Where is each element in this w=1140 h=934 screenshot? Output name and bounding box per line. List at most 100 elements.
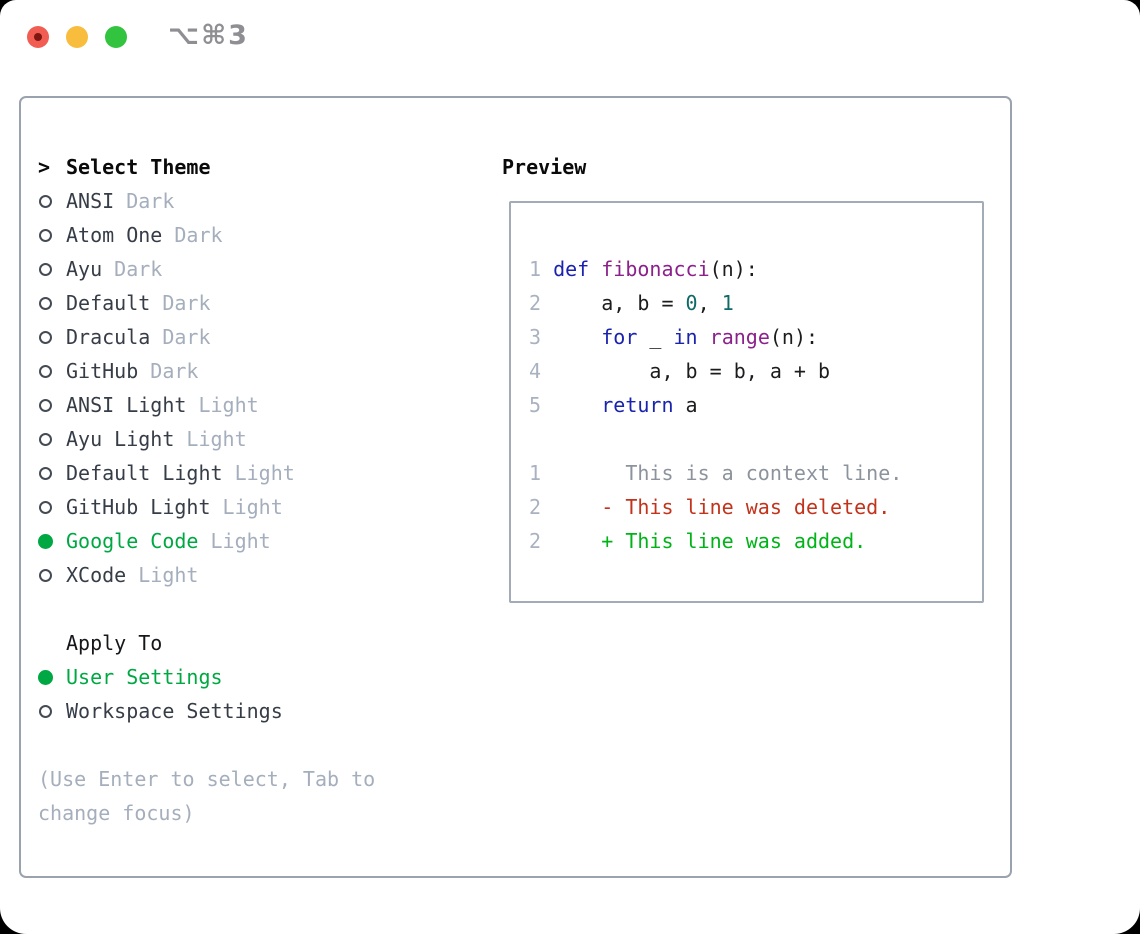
theme-option-default[interactable]: Default Dark	[38, 286, 478, 320]
code-segment-number: 1	[721, 291, 734, 315]
close-button[interactable]	[27, 26, 49, 48]
code-segment-addition: + This line was added.	[553, 529, 867, 553]
theme-option-label: ANSI	[66, 189, 115, 213]
theme-list-title: Select Theme	[66, 155, 211, 179]
theme-option-dracula[interactable]: Dracula Dark	[38, 320, 478, 354]
theme-variant-tag: Dark	[138, 359, 199, 383]
theme-variant-tag: Light	[186, 393, 259, 417]
theme-option-label: Default Light	[66, 461, 223, 485]
traffic-lights	[27, 26, 127, 48]
code-segment-number: 0	[685, 291, 698, 315]
code-line: 2 + This line was added.	[529, 524, 982, 558]
theme-variant-tag: Light	[198, 529, 271, 553]
theme-variant-tag: Dark	[150, 325, 211, 349]
code-segment-plain: (n):	[709, 257, 758, 281]
radio-icon	[39, 500, 52, 514]
theme-option-label: GitHub	[66, 359, 139, 383]
theme-option-label: Ayu	[66, 257, 103, 281]
code-segment-title: fibonacci	[601, 257, 710, 281]
preview-title: Preview	[502, 155, 587, 179]
apply-option-label: User Settings	[66, 665, 223, 689]
theme-option-label: Atom One	[66, 223, 163, 247]
line-number: 4	[529, 359, 554, 383]
apply-to-header: Apply To	[38, 626, 478, 660]
theme-option-ansi[interactable]: ANSI Dark	[38, 184, 478, 218]
theme-variant-tag: Light	[222, 461, 295, 485]
theme-list-header: > Select Theme	[38, 150, 478, 184]
apply-option-label: Workspace Settings	[66, 699, 283, 723]
radio-icon	[39, 228, 52, 242]
apply-option-user-settings[interactable]: User Settings	[38, 660, 478, 694]
code-line	[529, 422, 982, 456]
theme-option-default-light[interactable]: Default Light Light	[38, 456, 478, 490]
theme-option-ansi-light[interactable]: ANSI Light Light	[38, 388, 478, 422]
theme-option-xcode[interactable]: XCode Light	[38, 558, 478, 592]
code-line: 1 def fibonacci(n):	[529, 252, 982, 286]
line-number: 5	[529, 393, 554, 417]
spacer	[38, 728, 478, 762]
theme-variant-tag: Dark	[162, 223, 223, 247]
theme-option-atom-one[interactable]: Atom One Dark	[38, 218, 478, 252]
minimize-button[interactable]	[66, 26, 88, 48]
radio-icon	[39, 194, 52, 208]
radio-selected-icon	[38, 669, 53, 685]
line-number: 2	[529, 291, 554, 315]
line-number: 1	[529, 257, 554, 281]
theme-option-ayu[interactable]: Ayu Dark	[38, 252, 478, 286]
code-line: 2 a, b = 0, 1	[529, 286, 982, 320]
code-segment-plain: a	[673, 393, 698, 417]
radio-icon	[39, 466, 52, 480]
theme-option-github-light[interactable]: GitHub Light Light	[38, 490, 478, 524]
theme-variant-tag: Dark	[114, 189, 175, 213]
theme-option-label: ANSI Light	[66, 393, 187, 417]
code-segment-plain: (n):	[769, 325, 819, 349]
radio-icon	[39, 568, 52, 582]
code-line: 1 This is a context line.	[529, 456, 982, 490]
code-segment-plain	[698, 325, 710, 349]
apply-to-title: Apply To	[66, 631, 163, 655]
line-number: 2	[529, 495, 554, 519]
cursor-icon: >	[38, 155, 51, 179]
theme-option-label: XCode	[66, 563, 127, 587]
code-segment-plain: ,	[697, 291, 722, 315]
code-segment-keyword: return	[601, 393, 674, 417]
window-title: ⌥⌘3	[168, 20, 249, 51]
code-segment-keyword: in	[673, 325, 698, 349]
theme-option-label: Dracula	[66, 325, 151, 349]
radio-icon	[39, 330, 52, 344]
code-segment-plain: a, b =	[553, 291, 686, 315]
code-segment-keyword: for	[601, 325, 638, 349]
theme-variant-tag: Light	[210, 495, 283, 519]
radio-icon	[39, 364, 52, 378]
titlebar: ⌥⌘3	[0, 0, 1140, 74]
code-line: 2 - This line was deleted.	[529, 490, 982, 524]
radio-icon	[39, 432, 52, 446]
zoom-button[interactable]	[105, 26, 127, 48]
radio-icon	[39, 398, 52, 412]
code-segment-plain	[553, 393, 601, 417]
code-segment-plain	[553, 325, 601, 349]
code-segment-deletion: - This line was deleted.	[553, 495, 891, 519]
line-number: 3	[529, 325, 554, 349]
theme-option-google-code[interactable]: Google Code Light	[38, 524, 478, 558]
radio-icon	[39, 296, 52, 310]
code-segment-plain: a, b = b, a + b	[553, 359, 831, 383]
code-line: 3 for _ in range(n):	[529, 320, 982, 354]
theme-variant-tag: Dark	[102, 257, 163, 281]
code-line: 4 a, b = b, a + b	[529, 354, 982, 388]
radio-icon	[39, 262, 52, 276]
theme-option-label: Ayu Light	[66, 427, 175, 451]
spacer	[38, 592, 478, 626]
theme-option-label: Default	[66, 291, 151, 315]
radio-selected-icon	[38, 533, 53, 549]
code-segment-title: range	[709, 325, 770, 349]
code-line: 5 return a	[529, 388, 982, 422]
code-segment-context: This is a context line.	[553, 461, 903, 485]
theme-option-ayu-light[interactable]: Ayu Light Light	[38, 422, 478, 456]
theme-option-github[interactable]: GitHub Dark	[38, 354, 478, 388]
apply-option-workspace-settings[interactable]: Workspace Settings	[38, 694, 478, 728]
